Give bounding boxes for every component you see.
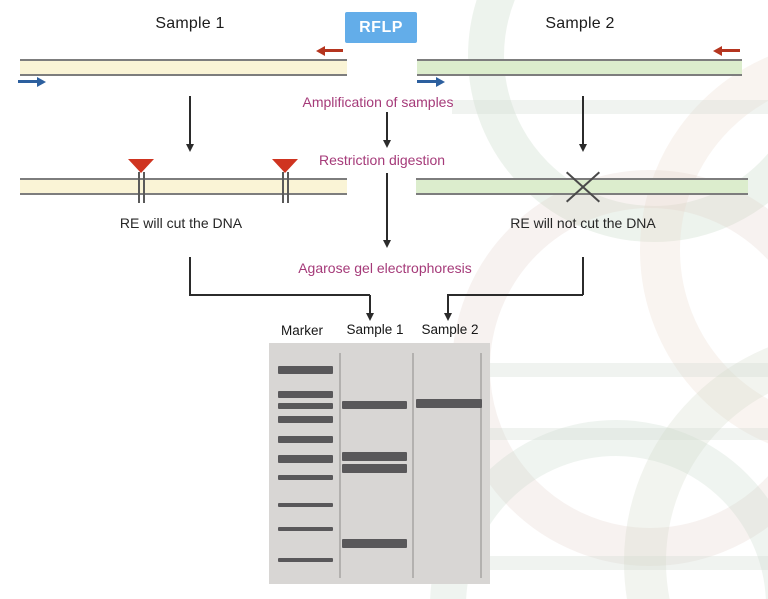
gel-band (416, 399, 482, 408)
watermark-ring (624, 330, 768, 599)
sample2-title: Sample 2 (545, 15, 615, 32)
cut-site-mark (143, 172, 145, 203)
step-amplification-label: Amplification of samples (302, 94, 454, 110)
gel (269, 343, 490, 584)
sample2-result-label: RE will not cut the DNA (510, 215, 656, 231)
gel-band (278, 416, 333, 423)
gel-band (342, 401, 407, 409)
gel-band (278, 503, 333, 507)
connector-line (189, 294, 370, 296)
down-arrow-icon (386, 173, 388, 240)
red-triangle-icon (272, 159, 298, 173)
step-digestion-label: Restriction digestion (318, 152, 446, 168)
cut-site-mark (138, 172, 140, 203)
down-arrow-icon (582, 96, 584, 144)
gel-band (342, 464, 407, 473)
cut-site-mark (282, 172, 284, 203)
watermark-ring (468, 0, 768, 242)
sample1-result-label: RE will cut the DNA (119, 215, 243, 231)
watermark-stripe (452, 428, 768, 440)
connector-line (447, 294, 583, 296)
sample1-dna-strand (20, 59, 347, 76)
gel-band (278, 366, 333, 374)
gel-lane-label-sample2: Sample 2 (421, 322, 479, 337)
gel-band (278, 391, 333, 398)
gel-lane-label-sample1: Sample 1 (346, 322, 404, 337)
cut-site-mark (287, 172, 289, 203)
gel-lane-divider (339, 353, 341, 578)
sample1-title: Sample 1 (155, 15, 225, 32)
blue-right-arrow-icon (417, 80, 436, 83)
sample2-dna-strand (417, 59, 742, 76)
gel-band (278, 527, 333, 531)
red-left-arrow-icon (722, 49, 740, 52)
gel-lane-divider (480, 353, 482, 578)
gel-band (278, 436, 333, 443)
red-triangle-icon (128, 159, 154, 173)
gel-band (278, 455, 333, 463)
gel-band (278, 475, 333, 480)
watermark-stripe (452, 100, 768, 114)
watermark-ring (640, 40, 768, 460)
connector-line (189, 257, 191, 295)
down-arrow-icon (447, 295, 449, 313)
gel-band (342, 539, 407, 548)
gel-lane-label-marker: Marker (280, 323, 323, 338)
step-electrophoresis-label: Agarose gel electrophoresis (298, 260, 472, 276)
gel-lane-divider (412, 353, 414, 578)
watermark-stripe (452, 556, 768, 570)
connector-line (582, 257, 584, 295)
down-arrow-icon (189, 96, 191, 144)
sample1-digested-strand (20, 178, 347, 195)
blue-right-arrow-icon (18, 80, 37, 83)
down-arrow-icon (369, 295, 371, 313)
gel-band (278, 558, 333, 562)
gel-band (342, 452, 407, 461)
gel-band (278, 403, 333, 409)
watermark-stripe (452, 363, 768, 377)
rflp-badge: RFLP (345, 12, 417, 43)
down-arrow-icon (386, 112, 388, 140)
red-left-arrow-icon (325, 49, 343, 52)
